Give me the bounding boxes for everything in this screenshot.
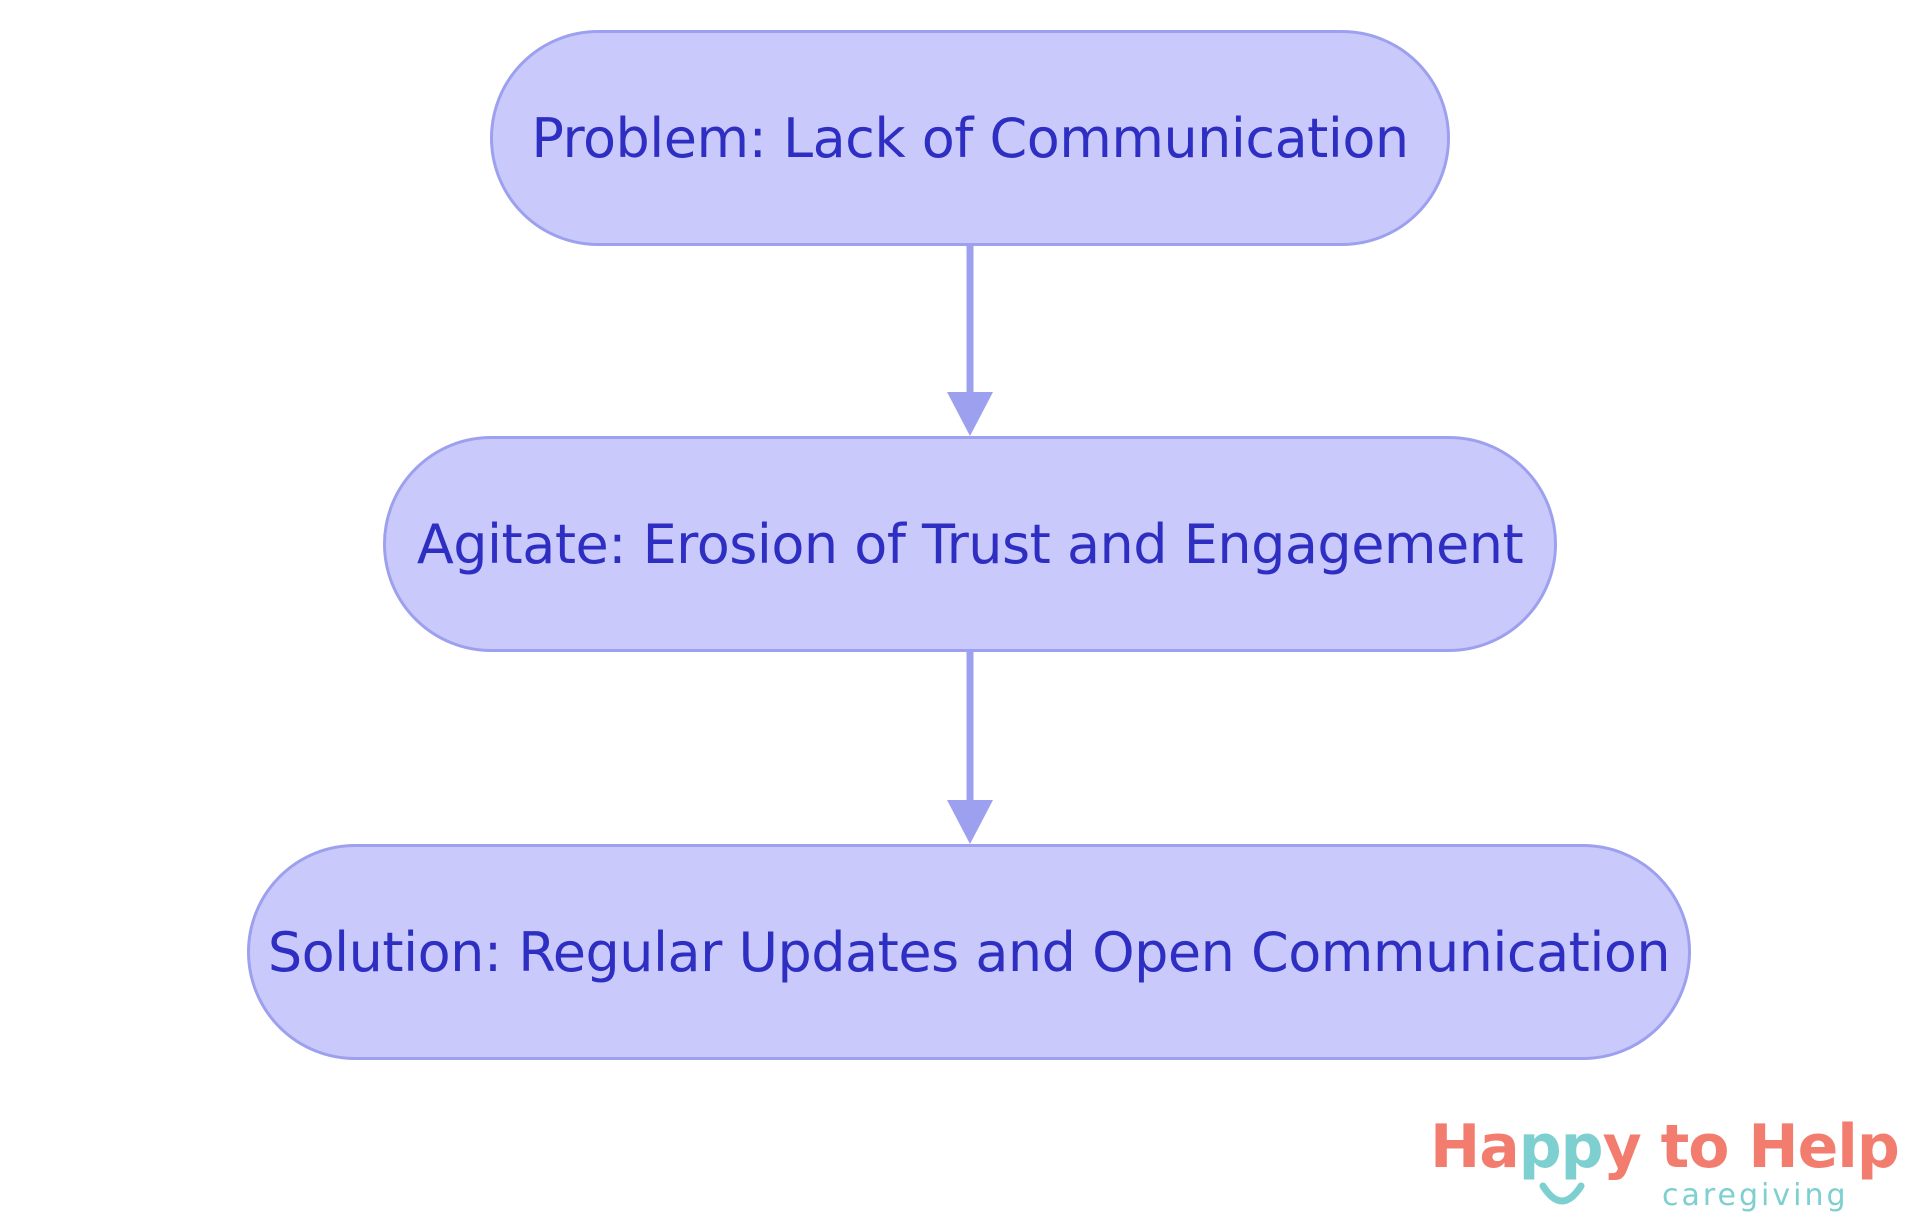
logo-name-suffix: y to Help	[1602, 1112, 1900, 1182]
arrowhead-icon	[947, 392, 993, 436]
node-label: Solution: Regular Updates and Open Commu…	[267, 920, 1671, 984]
logo-name-prefix: Ha	[1430, 1112, 1520, 1182]
logo-name-highlight: pp	[1518, 1112, 1604, 1182]
edge-problem-to-agitate	[947, 246, 993, 436]
arrowhead-icon	[947, 800, 993, 844]
node-solution: Solution: Regular Updates and Open Commu…	[247, 844, 1691, 1060]
smile-icon	[1539, 1182, 1585, 1205]
brand-logo: Happy to Help caregiving	[1430, 1112, 1900, 1213]
edge-agitate-to-solution	[947, 652, 993, 844]
logo-tagline: caregiving	[1662, 1178, 1849, 1213]
node-label: Agitate: Erosion of Trust and Engagement	[416, 512, 1524, 576]
node-problem: Problem: Lack of Communication	[490, 30, 1450, 246]
logo-wordmark: Happy to Help	[1430, 1112, 1900, 1182]
node-agitate: Agitate: Erosion of Trust and Engagement	[383, 436, 1557, 652]
node-label: Problem: Lack of Communication	[531, 106, 1409, 170]
